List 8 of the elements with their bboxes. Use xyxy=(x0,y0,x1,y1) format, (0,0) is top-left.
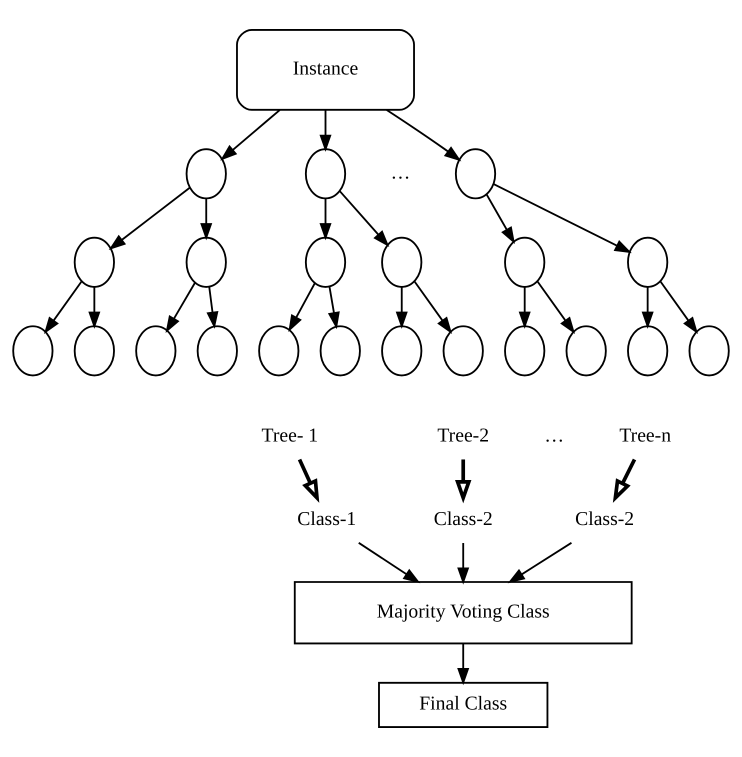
node-text: Class-2 xyxy=(575,508,634,530)
node-text: Tree-n xyxy=(619,424,672,447)
label: … xyxy=(390,161,410,184)
node-text: Tree- 1 xyxy=(262,424,318,447)
node-text: Tree-2 xyxy=(437,424,490,447)
label: … xyxy=(544,424,564,447)
node-text: Class-2 xyxy=(434,508,493,530)
node-text: Class-1 xyxy=(297,508,356,530)
